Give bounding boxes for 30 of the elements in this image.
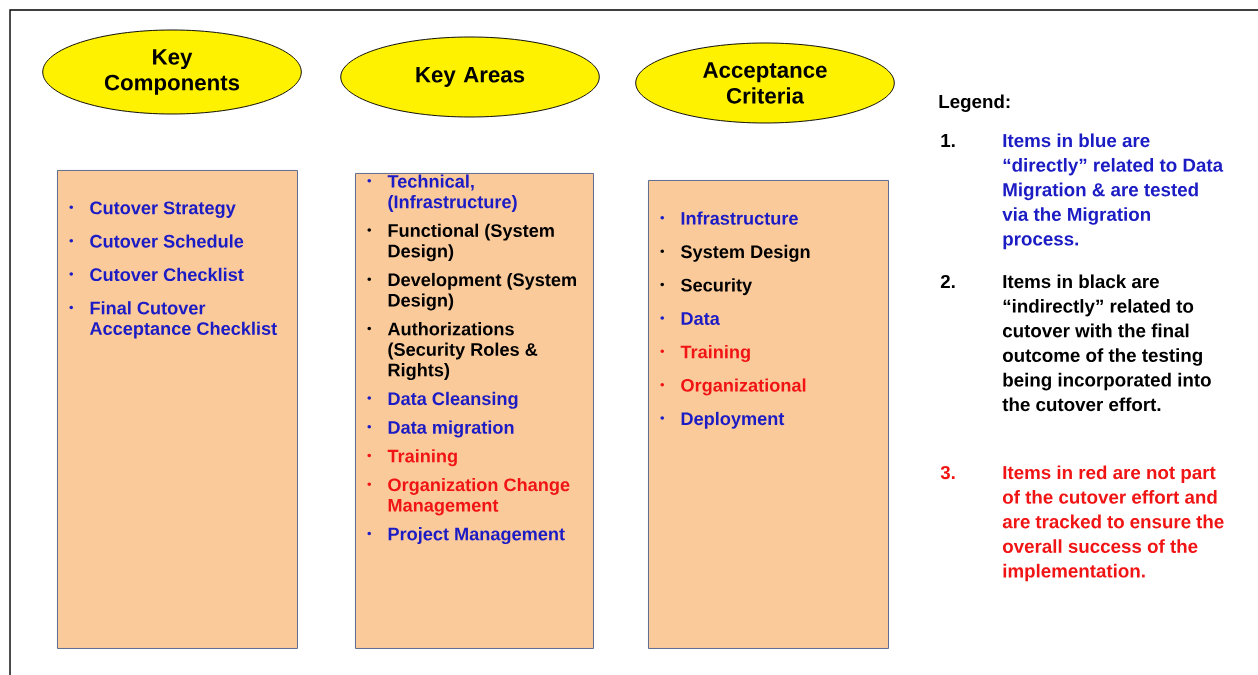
- list-item: Final Cutover Acceptance Checklist: [69, 301, 277, 339]
- legend-text: Items in blue are “directly” related to Data Migration & are tested via the Migration process.: [1002, 133, 1224, 250]
- list-item: Training: [660, 345, 750, 362]
- list-box: [355, 173, 594, 649]
- list-item: Deployment: [660, 411, 785, 429]
- list-item: Security: [660, 278, 752, 296]
- list-item: Development (System Design): [367, 272, 576, 311]
- list-item: Training: [367, 449, 457, 467]
- list-item: Cutover Schedule: [69, 234, 244, 248]
- legend-number: 1.: [941, 134, 955, 147]
- list-item: Functional (System Design): [367, 223, 554, 262]
- list-item: Organizational: [660, 378, 806, 396]
- legend-title: Legend:: [939, 94, 1010, 112]
- list-item: Data: [660, 312, 720, 325]
- list-box: [57, 170, 298, 649]
- list-item: Data Cleansing: [367, 391, 518, 409]
- legend-text: Items in black are “indirectly” related to cutover with the final outcome of the testing being incorporated into the cutover effort.: [1002, 274, 1211, 412]
- list-item: Technical, (Infrastructure): [367, 174, 517, 212]
- list-item: Project Management: [367, 527, 565, 545]
- list-item: System Design: [660, 244, 810, 262]
- list-item: Cutover Strategy: [69, 201, 236, 218]
- legend-text: Items in red are not part of the cutover effort and are tracked to ensure the overall success of the implementation.: [1002, 465, 1224, 582]
- list-item: Organization Change Management: [367, 477, 570, 516]
- list-box: [648, 180, 889, 649]
- legend-number: 2.: [940, 274, 955, 288]
- list-item: Infrastructure: [660, 211, 798, 225]
- list-item: Cutover Checklist: [69, 267, 244, 282]
- list-item: Authorizations (Security Roles & Rights): [367, 322, 538, 381]
- legend-number: 3.: [940, 465, 955, 480]
- list-item: Data migration: [367, 420, 514, 438]
